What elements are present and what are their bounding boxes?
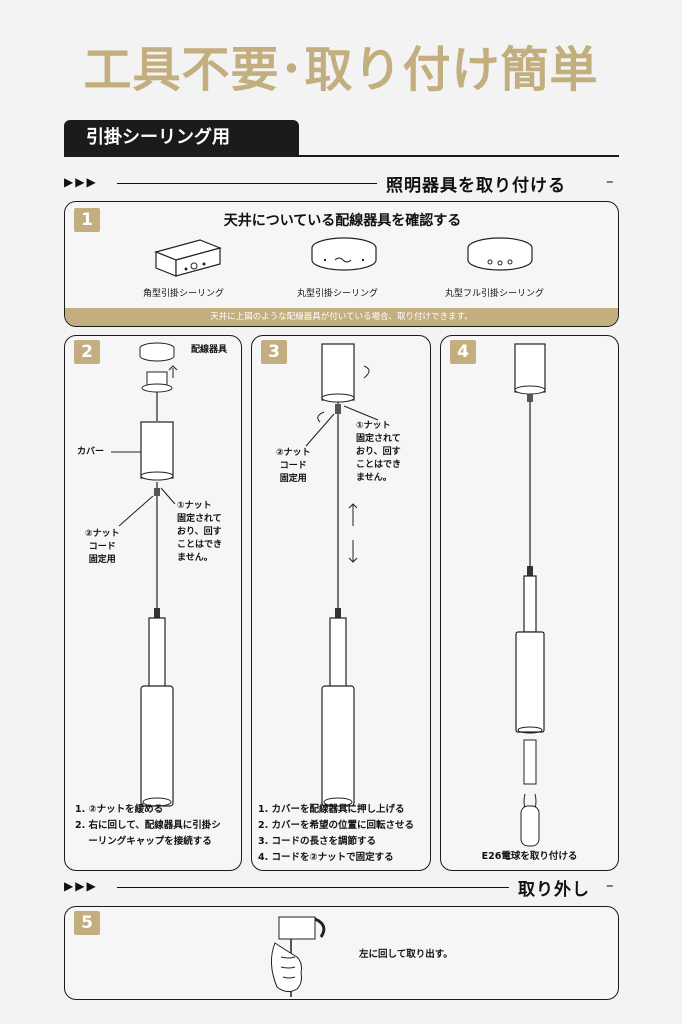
fixture-label-round-full: 丸型フル引掛シーリング [445,289,545,299]
step-panel-4: 4 E26電球を取り付ける [440,335,619,871]
label-nut-2: ②ナット コード 固定用 [85,529,120,565]
round-full-ceiling-fixture-icon [467,237,533,271]
label-wiring-fixture: 配線器具 [191,345,228,355]
tab-underline [64,155,619,157]
bulb-install-diagram [514,343,546,847]
category-tab: 引掛シーリング用 [64,120,299,156]
bulb-caption: E26電球を取り付ける [481,851,578,862]
label-nut-1: ①ナット 固定されて おり、回す ことはでき ません。 [177,501,223,563]
step-number: 2 [74,340,100,364]
section-arrows: ▶▶▶ [64,175,98,189]
cover-adjust-diagram [305,343,379,807]
step-number: 4 [450,340,476,364]
removal-caption: 左に回して取り出す。 [359,949,453,960]
label-nut-2: ②ナット コード 固定用 [276,448,311,484]
step-panel-3: 3 ①ナット 固定されて おり、回す ことはでき ません。 ②ナット コード 固… [251,335,431,871]
step-panel-1: 1 天井についている配線器具を確認する 角型引掛シーリング 丸型引掛シーリング … [64,201,619,327]
section-divider [117,887,509,888]
step-panel-5: 5 左に回して取り出す。 [64,906,619,1000]
round-ceiling-fixture-icon [311,237,377,271]
panel-heading: 天井についている配線器具を確認する [223,213,462,229]
compatibility-caption: 天井に上図のような配線器具が付いている場合、取り付けできます。 [65,308,618,326]
instruction-list: 1. ②ナットを緩める 2. 右に回して、配線器具に引掛シ ーリングキャップを接… [75,804,221,847]
pendant-install-diagram [111,342,178,807]
instruction-list: 1. カバーを配線器具に押し上げる 2. カバーを希望の位置に回転させる 3. … [258,804,415,863]
fixture-label-square: 角型引掛シーリング [143,289,225,299]
label-nut-1: ①ナット 固定されて おり、回す ことはでき ません。 [356,421,402,483]
step-number: 1 [74,208,100,232]
section-title-install: 照明器具を取り付ける [386,176,566,196]
step-number: 5 [74,911,100,935]
page-title: 工具不要･取り付け簡単 [83,42,599,98]
square-ceiling-fixture-icon [154,239,222,277]
step-number: 3 [261,340,287,364]
section-tail: – [606,172,614,190]
section-divider [117,183,377,184]
section-title-removal: 取り外し [518,880,590,900]
step-panel-2: 2 配線器具 カバー ①ナット 固定されて おり、回す ことはでき ません。 ②… [64,335,242,871]
label-cover: カバー [77,447,105,457]
section-arrows: ▶▶▶ [64,879,98,893]
fixture-label-round: 丸型引掛シーリング [297,289,379,299]
section-tail: – [606,876,614,894]
hand-twist-icon [271,916,326,997]
